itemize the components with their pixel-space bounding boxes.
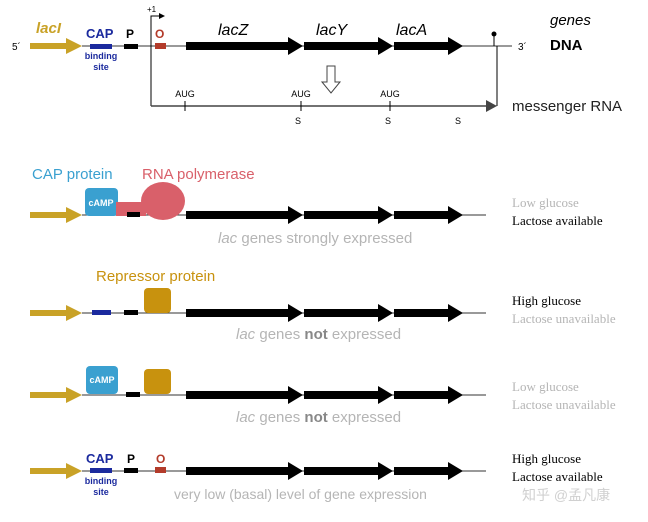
lactose-condition: Lactose unavailable	[512, 397, 616, 412]
laca-gene-arrow	[394, 462, 463, 480]
laca-gene-arrow	[394, 206, 463, 224]
lacz-gene-arrow	[186, 37, 303, 55]
cap-label: CAP	[86, 451, 114, 466]
promoter-label: P	[127, 452, 135, 466]
lacz-gene-arrow	[186, 206, 303, 224]
promoter-box	[127, 212, 140, 217]
cap-binding-site	[92, 310, 111, 315]
scenario-high-glucose-lactose-unavailable: Repressor protein lac genes not expresse…	[30, 268, 616, 343]
laci-arrow-shaft	[30, 212, 68, 218]
expression-status: lac genes strongly expressed	[218, 230, 412, 247]
operator-label: O	[156, 452, 165, 466]
cap-protein-shape	[86, 366, 118, 394]
aug-label-3: AUG	[380, 89, 400, 99]
cap-binding-site	[90, 44, 112, 49]
promoter-label: P	[126, 27, 134, 41]
lacy-gene-arrow	[304, 206, 393, 224]
lacz-gene-arrow	[186, 462, 303, 480]
promoter-box	[126, 392, 140, 397]
glucose-condition: Low glucose	[512, 195, 579, 210]
scenario-high-glucose-lactose-available: CAP binding site P O very low (basal) le…	[30, 451, 603, 502]
laci-label: lacI	[36, 20, 62, 37]
camp-label: cAMP	[89, 375, 114, 385]
site-label: site	[93, 62, 109, 72]
lacy-gene-arrow	[304, 386, 393, 404]
mrna-label: messenger RNA	[512, 98, 622, 115]
binding-label: binding	[85, 476, 118, 486]
rna-polymerase-label: RNA polymerase	[142, 166, 255, 183]
rna-polymerase-shape	[141, 182, 185, 220]
laca-gene-arrow	[394, 304, 463, 322]
lacz-gene-arrow	[186, 304, 303, 322]
cap-protein-shape	[85, 188, 118, 216]
aug-label-2: AUG	[291, 89, 311, 99]
laci-arrow-head	[66, 387, 82, 403]
site-label: site	[93, 487, 109, 497]
camp-label: cAMP	[88, 198, 113, 208]
binding-label: binding	[85, 51, 118, 61]
plus-one-label: +1	[147, 5, 157, 14]
repressor-protein-shape	[144, 288, 171, 313]
repressor-protein-shape	[144, 369, 171, 394]
lacy-gene-arrow	[304, 304, 393, 322]
three-prime-label: 3´	[518, 41, 527, 53]
laca-gene-arrow	[394, 386, 463, 404]
lacy-gene-arrow	[304, 462, 393, 480]
dna-label: DNA	[550, 37, 583, 54]
laci-arrow-shaft	[30, 43, 68, 49]
tss-bracket	[150, 15, 160, 46]
lactose-condition: Lactose unavailable	[512, 311, 616, 326]
promoter-box	[124, 468, 138, 473]
mrna-arrowhead	[486, 100, 497, 112]
scenario-low-glucose-lactose-unavailable: cAMP lac genes not expressed Low glucose…	[30, 366, 616, 426]
promoter-box	[124, 44, 138, 49]
laci-arrow-shaft	[30, 392, 68, 398]
stop-label-3: S	[455, 116, 461, 126]
scenario-low-glucose-lactose-available: CAP protein RNA polymerase cAMP lac gene…	[30, 166, 603, 247]
aug-label-1: AUG	[175, 89, 195, 99]
operator-box	[155, 43, 166, 49]
top-gene-map: lacI 5´ 3´ CAP binding site P O +1	[12, 5, 622, 126]
laca-label: lacA	[396, 22, 427, 39]
stop-label-2: S	[385, 116, 391, 126]
laca-gene-arrow	[394, 37, 463, 55]
cap-label: CAP	[86, 26, 114, 41]
expression-status: lac genes not expressed	[236, 326, 401, 343]
glucose-condition: Low glucose	[512, 379, 579, 394]
cap-protein-label: CAP protein	[32, 166, 113, 183]
lacy-gene-arrow	[304, 37, 393, 55]
lacy-label: lacY	[316, 22, 348, 39]
expression-status: very low (basal) level of gene expressio…	[174, 486, 427, 502]
lactose-condition: Lactose available	[512, 469, 603, 484]
stop-label-1: S	[295, 116, 301, 126]
laci-arrow-shaft	[30, 468, 68, 474]
lacz-gene-arrow	[186, 386, 303, 404]
transcription-arrow	[320, 65, 342, 94]
glucose-condition: High glucose	[512, 293, 581, 308]
repressor-protein-label: Repressor protein	[96, 268, 215, 285]
watermark: 知乎 @孟凡康	[522, 487, 610, 503]
tss-arrowhead	[159, 13, 165, 19]
lacz-label: lacZ	[218, 22, 249, 39]
promoter-box	[124, 310, 138, 315]
lactose-condition: Lactose available	[512, 213, 603, 228]
cap-binding-site	[90, 468, 112, 473]
laci-arrow-head	[66, 207, 82, 223]
five-prime-label: 5´	[12, 41, 21, 53]
laci-arrow-shaft	[30, 310, 68, 316]
operator-box	[155, 467, 166, 473]
operator-label: O	[155, 27, 164, 41]
laci-arrow-head	[66, 38, 82, 54]
expression-status: lac genes not expressed	[236, 409, 401, 426]
laci-arrow-head	[66, 463, 82, 479]
genes-label: genes	[550, 12, 591, 29]
glucose-condition: High glucose	[512, 451, 581, 466]
laci-arrow-head	[66, 305, 82, 321]
